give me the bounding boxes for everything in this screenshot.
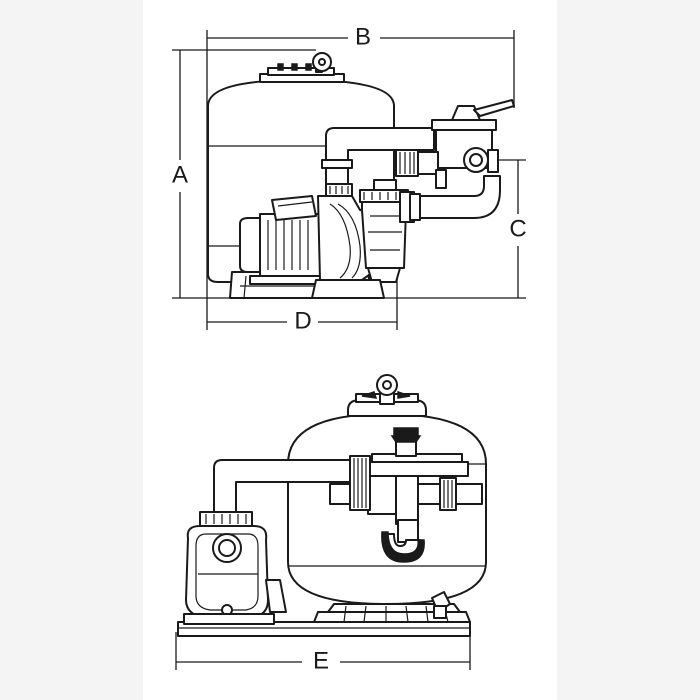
base-plate (177, 621, 471, 637)
multiport-valve (395, 99, 515, 189)
pump-body (311, 179, 409, 299)
pump-pipework (321, 127, 501, 223)
pump-motor (239, 195, 321, 285)
tank-stand (313, 603, 471, 623)
front-elevation-view: E (175, 374, 487, 674)
dimension-label-e: E (313, 647, 329, 674)
multiport-valve-front (329, 427, 483, 563)
dimension-c: C (376, 159, 527, 299)
pump-pipework-front (213, 455, 371, 515)
side-elevation-view: B A C D (172, 23, 527, 334)
dimension-label-b: B (355, 23, 371, 50)
dimension-label-c: C (509, 215, 526, 242)
pump-front (183, 511, 287, 625)
dimension-a: A (172, 49, 316, 299)
dimension-label-a: A (172, 161, 188, 188)
dimension-label-d: D (294, 307, 311, 334)
dimension-e: E (175, 632, 471, 674)
